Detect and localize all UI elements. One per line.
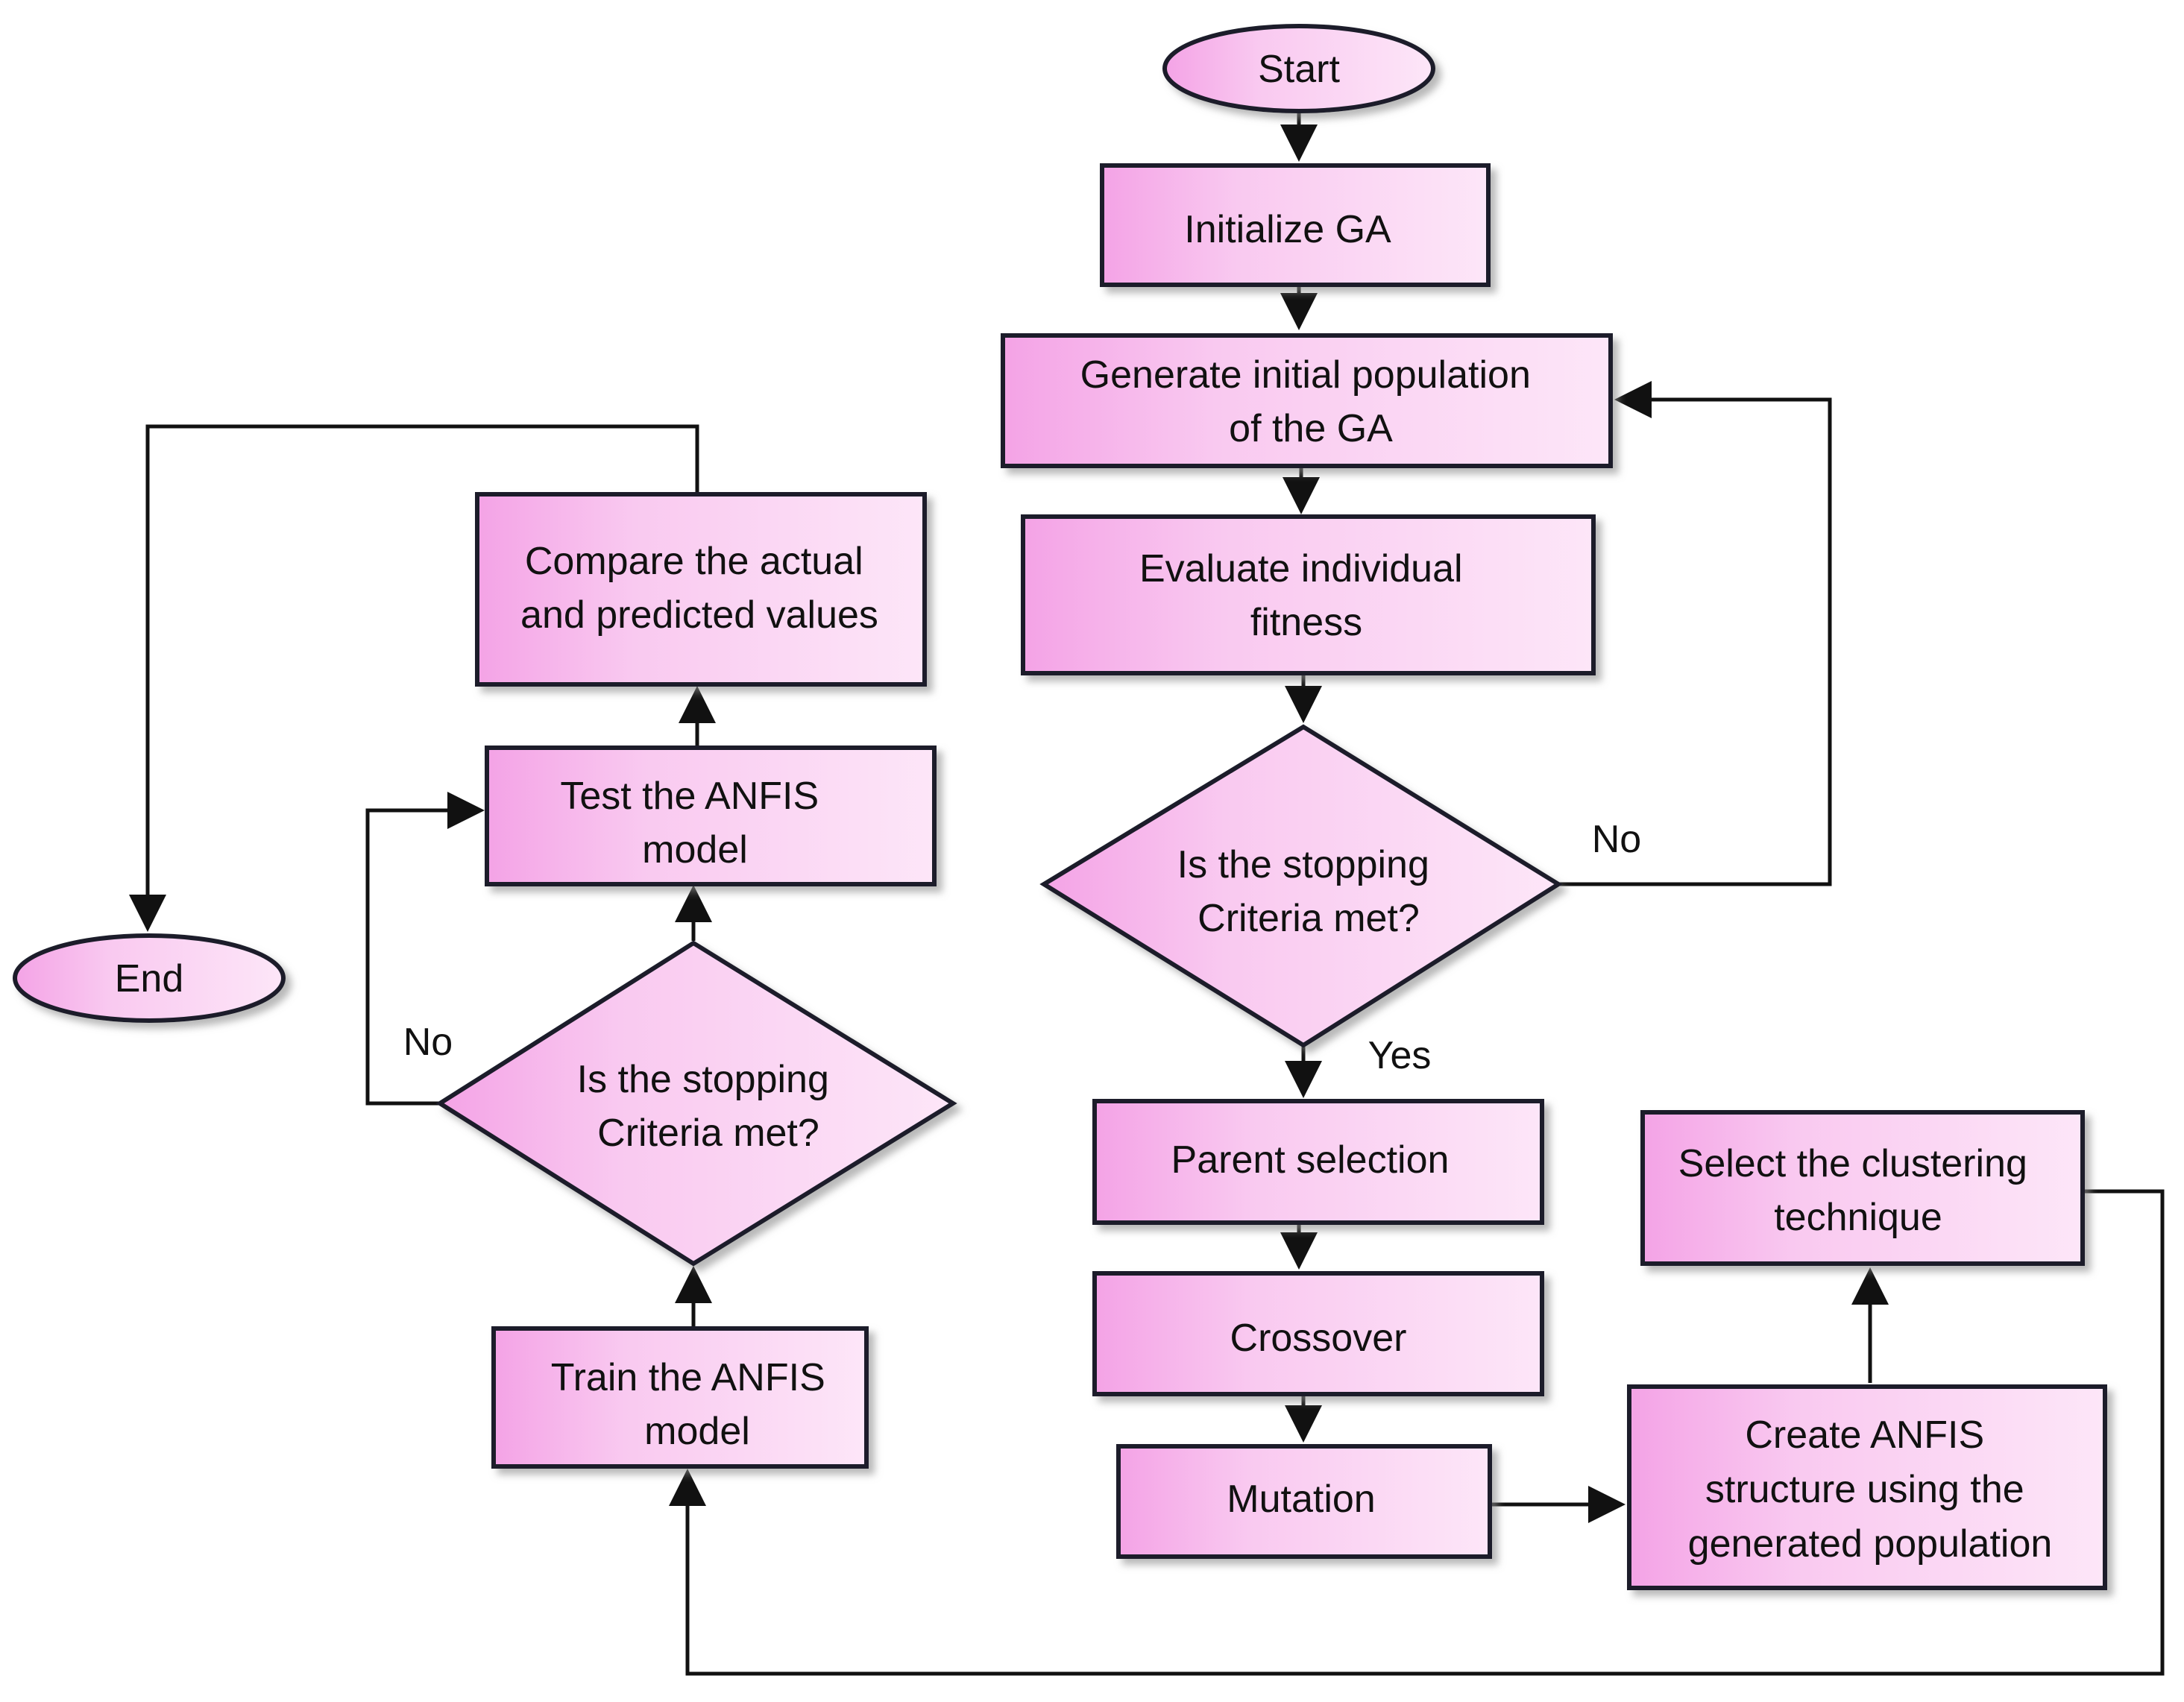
train-anfis-box	[491, 1326, 869, 1469]
nodes	[13, 24, 2107, 1590]
generate-population-box	[1001, 333, 1613, 468]
edge-labels: No Yes No	[403, 818, 1641, 1077]
anfis-stopping-decision	[435, 940, 957, 1267]
crossover-box	[1092, 1271, 1544, 1396]
train-anfis-label: Train the ANFIS model	[551, 1356, 836, 1453]
ga-stopping-label: Is the stopping Criteria met?	[1177, 843, 1441, 940]
parent-selection-box	[1092, 1099, 1544, 1225]
ga-stopping-decision	[1039, 724, 1563, 1048]
evaluate-fitness-label: Evaluate individual fitness	[1139, 547, 1473, 644]
select-clustering-box	[1640, 1110, 2085, 1266]
anfis-stopping-label: Is the stopping Criteria met?	[577, 1058, 840, 1155]
compare-values-label: Compare the actual and predicted values	[520, 540, 878, 637]
ga-no-label: No	[1592, 818, 1641, 861]
edge-gastop-no-loop	[1558, 381, 1832, 886]
test-anfis-box	[485, 746, 937, 886]
edge-select-to-train	[669, 1189, 2165, 1676]
end-label: End	[115, 957, 184, 1000]
node-labels: Start Initialize GA Generate initial pop…	[115, 48, 2053, 1566]
edge-compare-to-end	[129, 424, 699, 932]
initialize-ga-label: Initialize GA	[1184, 208, 1391, 251]
end-terminal	[13, 933, 286, 1023]
crossover-label: Crossover	[1230, 1317, 1407, 1360]
test-anfis-label: Test the ANFIS model	[560, 775, 829, 872]
initialize-ga-box	[1100, 163, 1491, 287]
connectors	[129, 112, 2165, 1676]
parent-selection-label: Parent selection	[1171, 1138, 1450, 1182]
mutation-label: Mutation	[1227, 1478, 1375, 1521]
compare-values-box	[475, 492, 927, 687]
edge-anfisstop-no-loop	[365, 792, 485, 1106]
create-anfis-label: Create ANFIS structure using the generat…	[1688, 1413, 2053, 1566]
anfis-no-label: No	[403, 1021, 453, 1064]
generate-population-label: Generate initial population of the GA	[1080, 353, 1542, 450]
ga-yes-label: Yes	[1368, 1034, 1432, 1077]
select-clustering-label: Select the clustering technique	[1678, 1142, 2039, 1239]
create-anfis-box	[1627, 1384, 2107, 1590]
start-terminal	[1162, 24, 1435, 113]
evaluate-fitness-box	[1021, 514, 1596, 675]
mutation-box	[1116, 1444, 1492, 1559]
start-label: Start	[1258, 48, 1340, 91]
